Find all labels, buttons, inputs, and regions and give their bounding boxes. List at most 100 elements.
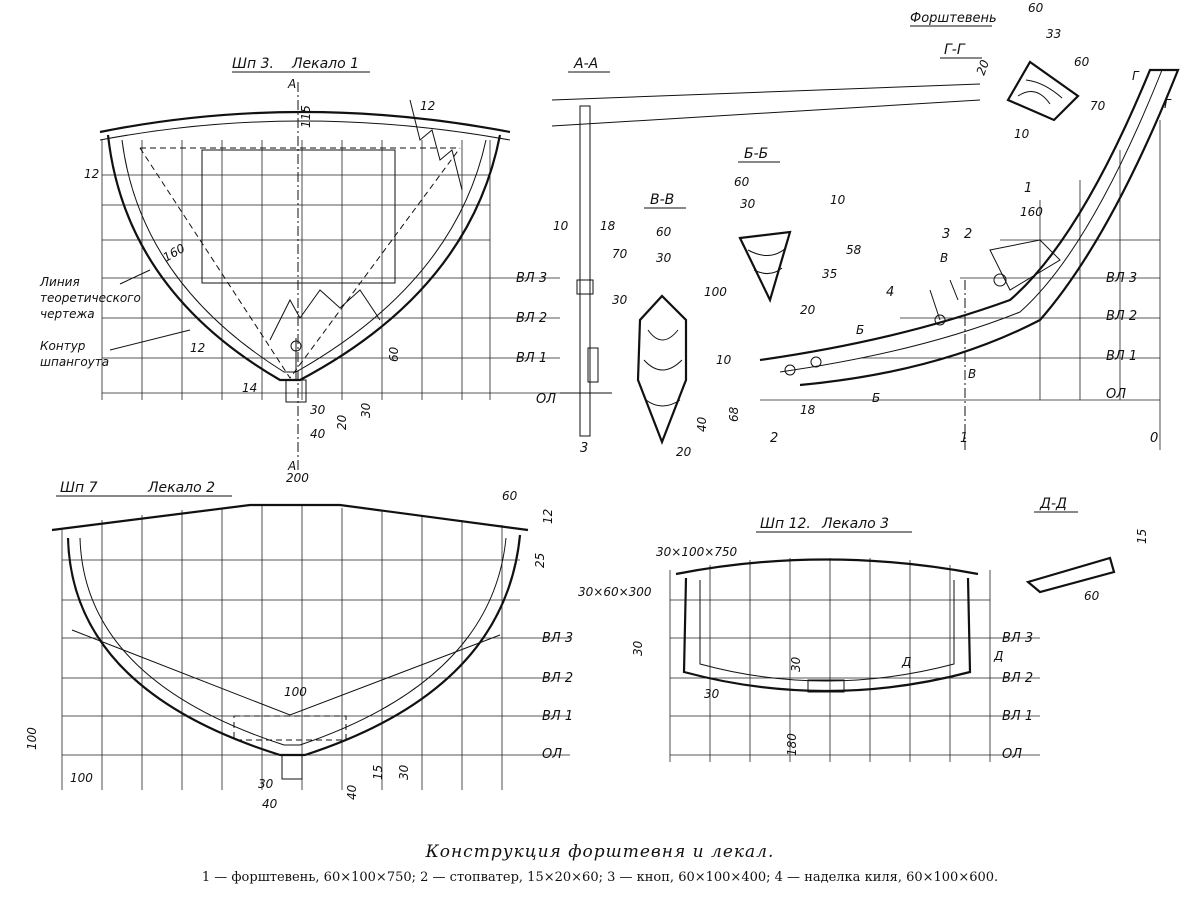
bb-dim-30: 30 <box>740 197 756 211</box>
f7-dim-25: 25 <box>533 553 547 568</box>
callout-plank-300: 30×60×300 <box>578 585 652 599</box>
stem-wl1: ВЛ 1 <box>1106 349 1137 364</box>
frame3-grid <box>101 140 560 400</box>
marker-g-left: Г <box>1132 69 1140 83</box>
dim-60: 60 <box>387 346 401 362</box>
figure-caption-legend: 1 — форштевень, 60×100×750; 2 — стопвате… <box>201 870 999 885</box>
station-2: 2 <box>770 431 778 446</box>
gg-dim-70: 10 <box>1014 127 1030 141</box>
section-bb-view: Б-Б 60 30 10 58 35 100 20 <box>704 146 862 317</box>
stem-knee <box>989 239 1061 291</box>
f7-dim-30: 30 <box>258 777 274 791</box>
bb-dim-10: 10 <box>830 193 846 207</box>
f7-dim-100-center: 100 <box>284 685 307 699</box>
part-4: 4 <box>886 285 894 300</box>
dd-dim-60: 60 <box>1084 589 1100 603</box>
f12-dim-30-bottom: 30 <box>704 687 720 701</box>
stem-wl3: ВЛ 3 <box>1106 271 1137 286</box>
f7-dim-40: 40 <box>262 797 278 811</box>
f3-wl3: ВЛ 3 <box>516 271 547 286</box>
part-2: 2 <box>964 227 972 242</box>
frame7-view: Шп 7 Лекало 2 200 60 12 25 100 100 100 3… <box>25 271 573 811</box>
marker-v-top: В <box>940 251 948 265</box>
callout-theoretical-line-2: теоретического <box>40 291 141 305</box>
station-3: 3 <box>580 441 588 456</box>
section-aa-frame <box>579 105 591 437</box>
f12-wl2: ВЛ 2 <box>1002 671 1033 686</box>
frame3-title: Шп 3. <box>232 56 274 72</box>
stem-dim-160: 160 <box>1020 205 1043 219</box>
bb-dim-100: 100 <box>704 285 727 299</box>
frame3-keel <box>285 379 307 403</box>
station-1: 1 <box>960 431 968 446</box>
marker-b-bottom: Б <box>872 391 880 405</box>
figure-caption-title: Конструкция форштевня и лекал. <box>425 842 775 862</box>
frame12-view: Шп 12. Лекало 3 30×100×750 30×60×300 30 … <box>578 516 1040 762</box>
marker-d-left: Д <box>901 655 911 669</box>
frame7-frame-contour <box>66 534 522 757</box>
section-dd-view: Д-Д 15 60 <box>1025 496 1149 603</box>
frame7-template: Лекало 2 <box>147 480 215 496</box>
section-vv-view: В-В 60 30 10 20 40 68 <box>636 192 741 459</box>
marker-v-bottom: В <box>968 367 976 381</box>
bb-dim-60: 60 <box>734 175 750 189</box>
dim-20: 20 <box>335 414 349 430</box>
frame7-title: Шп 7 <box>60 480 98 496</box>
callout-theoretical-line-1: Линия <box>39 275 80 289</box>
frame12-deck-beam <box>675 558 979 576</box>
section-vv-keel-profile <box>636 294 688 446</box>
section-vv-title: В-В <box>650 192 674 208</box>
f7-bl: ОЛ <box>542 747 562 762</box>
part-1: 1 <box>1024 181 1032 196</box>
frame7-grid <box>61 505 570 790</box>
f7-dim-15: 15 <box>371 765 385 780</box>
frame3-section-marker-bottom: А <box>287 459 296 473</box>
dim-40: 40 <box>310 427 326 441</box>
f12-dim-30-center: 30 <box>789 656 803 672</box>
stem-wl2: ВЛ 2 <box>1106 309 1137 324</box>
section-aa-view: А-А 10 18 70 30 3 <box>551 56 981 456</box>
stem-outer-contour <box>759 68 1180 387</box>
dd-dim-15: 15 <box>1135 529 1149 544</box>
f3-bl: ОЛ <box>536 392 556 407</box>
callout-frame-contour-2: шпангоута <box>40 355 109 369</box>
vv-dim-68: 68 <box>727 406 741 422</box>
section-gg-profile <box>1006 60 1080 122</box>
callout-plank-750: 30×100×750 <box>656 545 738 559</box>
section-gg-view: Форштевень Г-Г 60 33 60 20 70 10 <box>910 1 1106 141</box>
marker-g-right: Г <box>1164 97 1172 111</box>
part-3: 3 <box>942 227 950 242</box>
gg-dim-33: 60 <box>1074 55 1090 69</box>
f7-dim-100-left: 100 <box>25 727 39 750</box>
f3-wl1: ВЛ 1 <box>516 351 547 366</box>
stem-grid <box>760 120 1161 450</box>
callout-frame-contour-1: Контур <box>40 339 86 353</box>
bb-dim-58: 58 <box>846 243 862 257</box>
stem-label: Форштевень <box>910 11 997 26</box>
vv-dim-20: 20 <box>676 445 692 459</box>
frame3-template: Лекало 1 <box>291 56 359 72</box>
frame12-grid <box>669 558 1040 762</box>
gg-dim-20: 70 <box>1090 99 1106 113</box>
f12-wl3: ВЛ 3 <box>1002 631 1033 646</box>
f7-dim-60: 60 <box>502 489 518 503</box>
vv-dim-10: 10 <box>716 353 732 367</box>
f12-wl1: ВЛ 1 <box>1002 709 1033 724</box>
frame12-frame-contour <box>682 577 972 693</box>
frame3-view: Шп 3. Лекало 1 А А 115 12 12 160 12 14 3… <box>39 56 560 473</box>
dim-14: 14 <box>242 381 257 395</box>
stem-view: 1 2 3 4 160 18 В В Б Б Г Г 2 1 0 ВЛ 3 ВЛ… <box>759 68 1180 450</box>
gg-dim-60-left: 20 <box>974 58 993 77</box>
frame12-title: Шп 12. <box>760 516 811 532</box>
f7-dim-40-v: 40 <box>345 784 359 800</box>
stem-dim-18: 18 <box>800 403 816 417</box>
f7-dim-200: 200 <box>286 471 309 485</box>
f3-wl2: ВЛ 2 <box>516 311 547 326</box>
f12-dim-180: 180 <box>785 733 799 756</box>
dim-30: 30 <box>310 403 326 417</box>
vv-dim-60: 60 <box>656 225 672 239</box>
dim-12-bottom: 12 <box>190 341 205 355</box>
frame3-section-marker-top: А <box>287 77 296 91</box>
dim-12-top: 12 <box>420 99 435 113</box>
